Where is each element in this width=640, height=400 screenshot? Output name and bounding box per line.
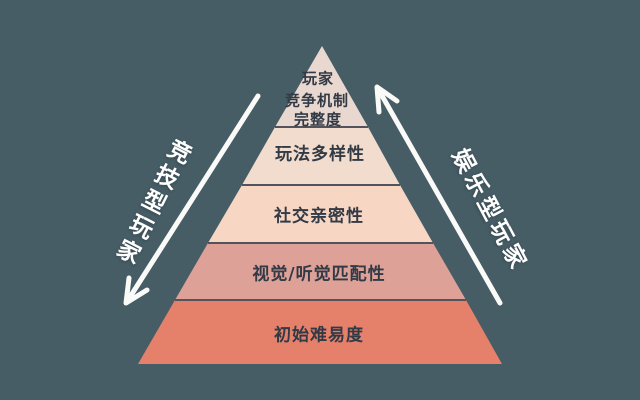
right-up-arrow bbox=[374, 84, 503, 306]
tier1-label-line1: 玩家 bbox=[301, 69, 335, 88]
left-arrow-shaft bbox=[127, 93, 261, 300]
tier2-label: 玩法多样性 bbox=[275, 144, 365, 165]
tier4-label: 视觉/听觉匹配性 bbox=[252, 264, 386, 285]
pyramid-tier-3-shape bbox=[208, 185, 433, 243]
tier-dividers bbox=[175, 126, 466, 301]
pyramid-tier-1-shape bbox=[275, 46, 368, 127]
pyramid-tier-4-shape bbox=[175, 243, 466, 300]
pyramid-tier-2-shape bbox=[242, 127, 400, 185]
tier3-label: 社交亲密性 bbox=[274, 206, 364, 227]
pyramid-tier-5-shape bbox=[138, 300, 502, 364]
right-arrow-shaft bbox=[378, 91, 503, 306]
left-arrowhead-icon bbox=[123, 275, 150, 306]
tier1-label-line2: 竞争机制 bbox=[284, 91, 350, 110]
right-arrowhead-icon bbox=[374, 84, 400, 115]
tier5-label: 初始难易度 bbox=[274, 325, 364, 346]
left-down-arrow bbox=[123, 93, 261, 306]
tier1-label-line3: 完整度 bbox=[293, 110, 343, 129]
